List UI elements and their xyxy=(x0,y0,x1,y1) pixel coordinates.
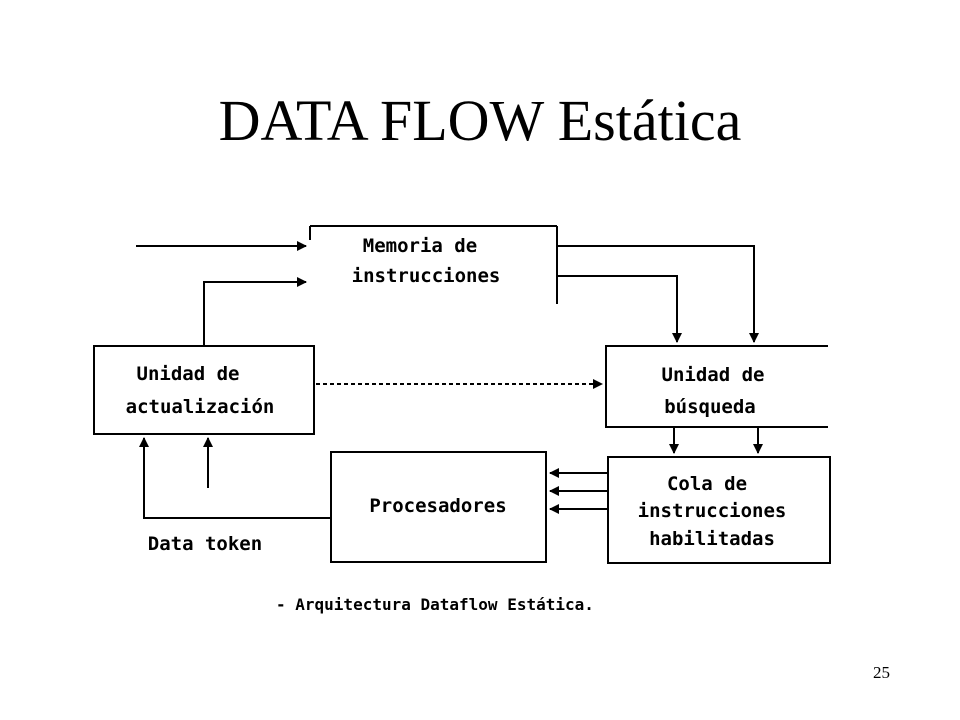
memoria-to-busqueda-arrow-2 xyxy=(557,275,682,343)
busqueda-label-2: búsqueda xyxy=(664,396,756,418)
memoria-label-2: instrucciones xyxy=(352,265,501,287)
procesadores-label: Procesadores xyxy=(369,495,506,517)
data-token-arrow xyxy=(139,437,331,519)
cola-label-3: habilitadas xyxy=(649,528,775,550)
data-token-label: Data token xyxy=(148,533,262,555)
slide-title: DATA FLOW Estática xyxy=(218,88,742,153)
cola-label-2: instrucciones xyxy=(638,500,787,522)
memoria-box xyxy=(309,225,558,304)
memoria-to-busqueda-arrow-1 xyxy=(557,245,759,343)
diagram-caption: - Arquitectura Dataflow Estática. xyxy=(276,595,594,614)
busqueda-box xyxy=(605,345,828,428)
actualizacion-label-2: actualización xyxy=(126,396,275,418)
busqueda-label-1: Unidad de xyxy=(662,364,765,386)
memoria-label-1: Memoria de xyxy=(363,235,477,257)
actualizacion-box xyxy=(93,345,315,435)
actualizacion-to-memoria-arrow xyxy=(203,277,307,346)
actualizacion-label-1: Unidad de xyxy=(137,363,240,385)
page-number: 25 xyxy=(873,663,890,682)
procesadores-box xyxy=(330,451,547,563)
cola-label-1: Cola de xyxy=(667,473,747,495)
